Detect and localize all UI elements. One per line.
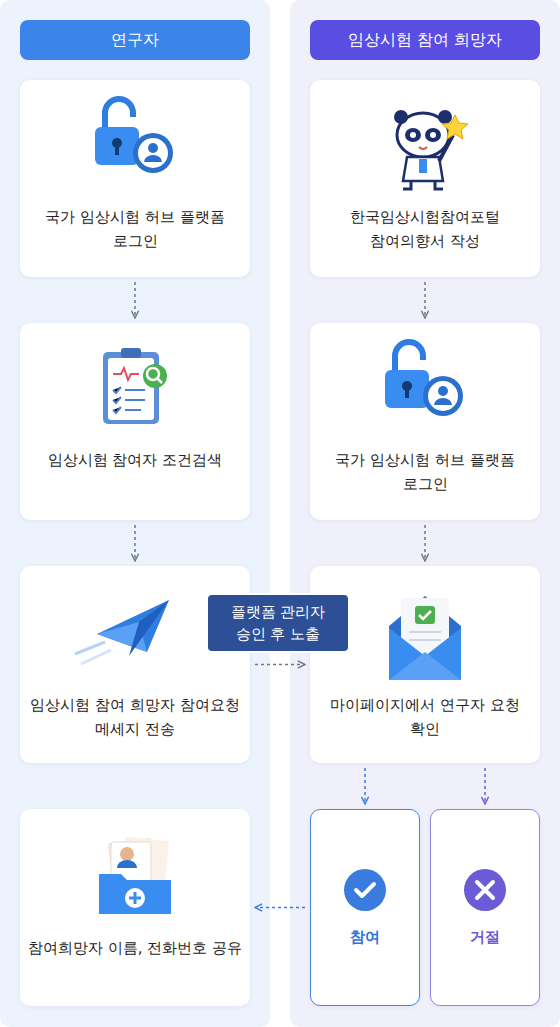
flow-arrow [134,282,136,318]
step-label: 참여 [317,925,413,949]
process-box: 참여희망자 이름, 전화번호 공유 [20,809,250,1006]
process-box: 참여 [310,809,420,1006]
step-label: 임상시험 참여 희망자 참여요청 메세지 전송 [26,693,244,741]
step-label: 국가 임상시험 허브 플랫폼 로그인 [316,448,534,496]
step-label: 국가 임상시험 허브 플랫폼 로그인 [26,205,244,253]
left-ground [0,0,270,1027]
process-box: 한국임상시험참여포털 참여의향서 작성 [310,80,540,277]
flow-arrow [134,525,136,561]
step-label: 한국임상시험참여포털 참여의향서 작성 [316,205,534,253]
lane-header: 연구자 [20,20,250,60]
step-label: 임상시험 참여자 조건검색 [26,448,244,472]
edge-label: 플랫폼 관리자 승인 후 노출 [206,593,350,653]
process-box: 국가 임상시험 허브 플랫폼 로그인 [20,80,250,277]
flow-arrow [364,768,366,804]
flow-arrow [484,768,486,804]
flow-arrow [424,525,426,561]
flow-arrow [424,282,426,318]
flow-arrow [255,664,305,666]
flow-arrow [255,907,305,909]
lane-header: 임상시험 참여 희망자 [310,20,540,60]
process-box: 국가 임상시험 허브 플랫폼 로그인 [310,323,540,520]
process-box: 거절 [430,809,540,1006]
step-label: 거절 [437,925,533,949]
swimlane-panel: 임상시험 참여 희망자한국임상시험참여포털 참여의향서 작성국가 임상시험 허브… [290,0,560,1027]
process-box: 임상시험 참여자 조건검색 [20,323,250,520]
swimlane-panel: 연구자국가 임상시험 허브 플랫폼 로그인임상시험 참여자 조건검색임상시험 참… [0,0,270,1027]
right-ground [290,0,560,1027]
step-label: 마이페이지에서 연구자 요청 확인 [316,693,534,741]
step-label: 참여희망자 이름, 전화번호 공유 [26,936,244,960]
